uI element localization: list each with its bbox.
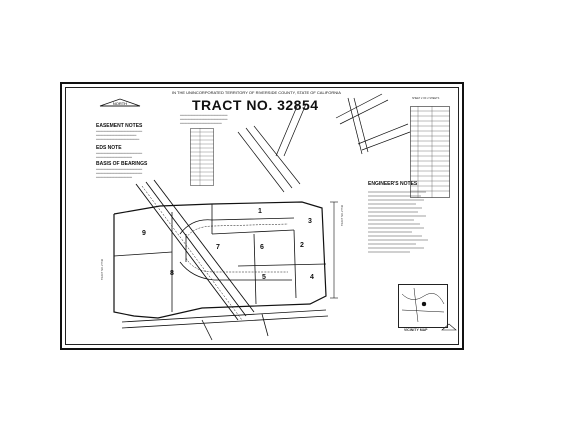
adjacent-tract-label-right: TRACT NO. 27742 [341, 204, 344, 226]
lot-lines [113, 204, 327, 312]
title-subtext-3: ━━━━━━━━━━━━━━━━━━━━━━━━━━━━━ [180, 122, 222, 125]
lot-number-4: 4 [310, 274, 314, 281]
easement-note-lines-3: ━━━━━━━━━━━━━━━━━━━━━━━━━━━━━━ [96, 138, 140, 141]
lot-number-2: 2 [300, 242, 304, 249]
basis-note-lines: ━━━━━━━━━━━━━━━━━━━━━━━━━━━━━━━━ [96, 168, 143, 171]
lot-number-9: 9 [142, 230, 146, 237]
right-dimension [330, 201, 338, 299]
lot-number-8: 8 [170, 270, 174, 277]
eds-note-lines: ━━━━━━━━━━━━━━━━━━━━━━━━━━━━━━━━ [96, 152, 143, 155]
easement-note-lines: ━━━━━━━━━━━━━━━━━━━━━━━━━━━━━━━━ [96, 130, 143, 133]
basis-note-lines-3: ━━━━━━━━━━━━━━━━━━━━━━━━━ [96, 176, 132, 179]
plat-sheet: NORTH IN THE UNINCORPORATED TERRITORY OF… [60, 82, 464, 350]
vicinity-map-box [398, 284, 448, 328]
line-curve-table [410, 106, 450, 198]
tract-boundary [113, 201, 327, 319]
lower-road [121, 309, 329, 341]
adjacent-tract-label-left: TRACT NO. 27742 [101, 258, 104, 280]
center-data-table [190, 128, 214, 186]
lot-number-6: 6 [260, 244, 264, 251]
easement-note-lines-2: ━━━━━━━━━━━━━━━━━━━━━━━━━━━━ [96, 134, 137, 137]
basis-of-bearings-heading: BASIS OF BEARINGS [96, 161, 148, 167]
vicinity-map-lines [401, 287, 445, 323]
sheet-label: SHEET 2 OF 2 SHEETS [412, 97, 440, 100]
lot-number-1: 1 [258, 208, 262, 215]
title-subtext: ━━━━━━━━━━━━━━━━━━━━━━━━━━━━━━━━━ [180, 114, 228, 117]
plat-drawing [113, 93, 457, 341]
upper-diagonal-road [237, 103, 307, 193]
north-arrow-icon: NORTH [99, 98, 141, 107]
lot-number-5: 5 [262, 274, 266, 281]
lot-number-7: 7 [216, 244, 220, 251]
interior-road [185, 223, 289, 273]
tract-title: TRACT NO. 32854 [192, 97, 319, 113]
vicinity-map-label: VICINITY MAP [404, 328, 428, 332]
eds-note-heading: EDS NOTE [96, 145, 122, 151]
eds-note-lines-2: ━━━━━━━━━━━━━━━━━━━━━━━━━ [96, 156, 132, 159]
lot-number-3: 3 [308, 218, 312, 225]
county-line: IN THE UNINCORPORATED TERRITORY OF RIVER… [172, 90, 341, 95]
sheet-inner-border [65, 87, 459, 345]
title-subtext-2: ━━━━━━━━━━━━━━━━━━━━━━━━━━━━━━━━━ [180, 118, 228, 121]
engineers-notes-lines [368, 191, 428, 253]
engineers-notes-heading: ENGINEER'S NOTES [368, 181, 418, 187]
north-label: NORTH [113, 101, 127, 106]
easement-notes-heading: EASEMENT NOTES [96, 123, 143, 129]
upper-right-streets [335, 93, 411, 155]
main-road [135, 179, 255, 321]
basis-note-lines-2: ━━━━━━━━━━━━━━━━━━━━━━━━━━━━━━━━ [96, 172, 143, 175]
